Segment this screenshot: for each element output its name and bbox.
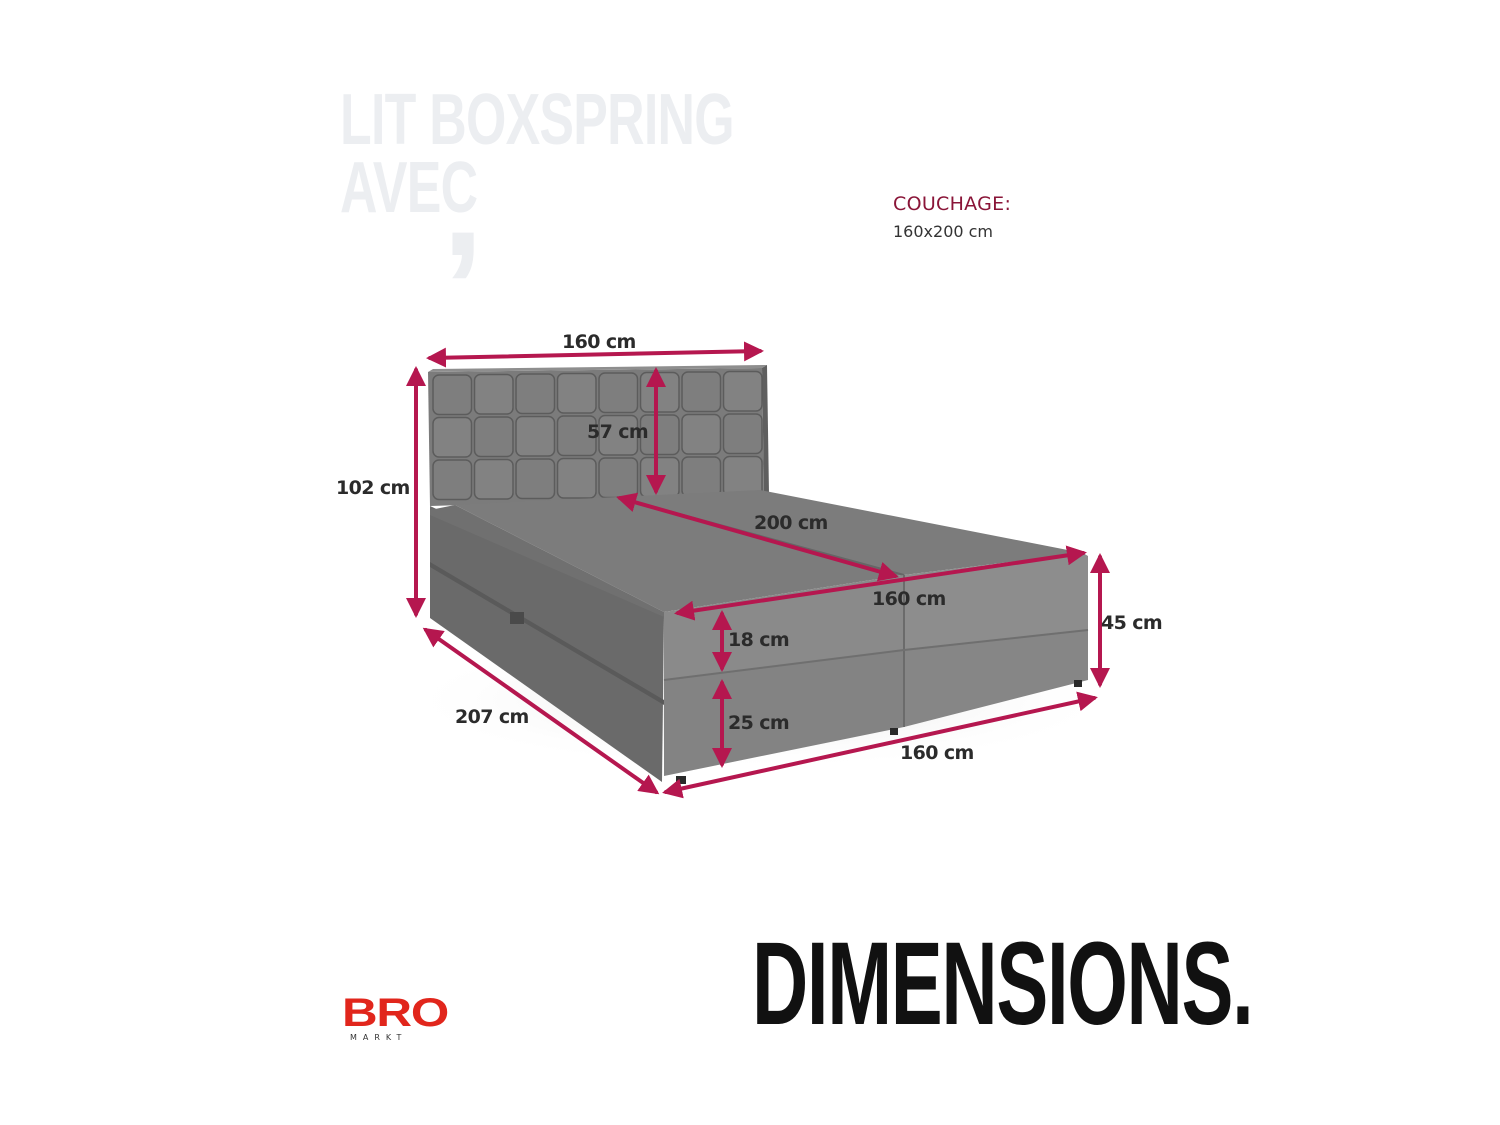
- headboard-tuft: [473, 458, 514, 500]
- label-base-height: 25 cm: [728, 712, 790, 734]
- label-headboard-height: 57 cm: [587, 421, 649, 443]
- headboard-tuft: [432, 459, 473, 501]
- headboard-tuft: [639, 371, 680, 413]
- headboard-tuft: [556, 372, 597, 414]
- watermark-title-line1: LIT BOXSPRING: [340, 80, 735, 160]
- couchage-label: COUCHAGE:: [893, 193, 1012, 215]
- headboard-tuft: [432, 416, 473, 458]
- headboard-tuft: [515, 458, 556, 500]
- headboard-tuft: [432, 374, 473, 416]
- label-mattress-length: 200 cm: [754, 512, 828, 534]
- label-mattress-width: 160 cm: [872, 588, 946, 610]
- headboard-tuft: [681, 413, 722, 455]
- label-topper-height: 18 cm: [728, 629, 790, 651]
- logo-brand-text: BRO: [342, 991, 448, 1035]
- headboard-tuft: [681, 371, 722, 413]
- bro-markt-logo: BRO MARKT: [342, 991, 449, 1042]
- headboard-tufting: [432, 370, 763, 501]
- label-side-height: 45 cm: [1101, 612, 1163, 634]
- arrow-mattress-width: [674, 545, 1087, 621]
- headboard-tuft: [556, 415, 597, 457]
- arrow-top-width: [426, 341, 764, 368]
- headboard-tuft: [598, 457, 639, 499]
- headboard-tuft: [473, 416, 514, 458]
- headboard-tuft: [598, 414, 639, 456]
- dimensions-title: DIMENSIONS.: [752, 918, 1254, 1050]
- headboard-tuft: [515, 373, 556, 415]
- logo-sub-text: MARKT: [350, 1033, 407, 1042]
- arrow-bed-length: [422, 627, 660, 795]
- label-bed-length: 207 cm: [455, 706, 529, 728]
- label-bottom-width: 160 cm: [900, 742, 974, 764]
- headboard-tuft: [473, 373, 514, 415]
- headboard-tuft: [639, 456, 680, 498]
- arrow-bottom-width: [662, 691, 1098, 799]
- headboard-tuft: [722, 455, 763, 497]
- headboard-tuft: [681, 456, 722, 498]
- headboard-tuft: [598, 372, 639, 414]
- headboard: [428, 365, 769, 506]
- headboard-tuft: [556, 457, 597, 499]
- label-total-height: 102 cm: [336, 477, 410, 499]
- headboard-tuft: [722, 413, 763, 455]
- dimension-arrows: [406, 341, 1110, 799]
- label-top-width: 160 cm: [562, 331, 636, 353]
- headboard-tuft: [515, 415, 556, 457]
- headboard-tuft: [722, 370, 763, 412]
- couchage-value: 160x200 cm: [893, 222, 994, 241]
- watermark-comma: ,: [442, 119, 484, 287]
- watermark-title-line2: AVEC: [340, 148, 478, 228]
